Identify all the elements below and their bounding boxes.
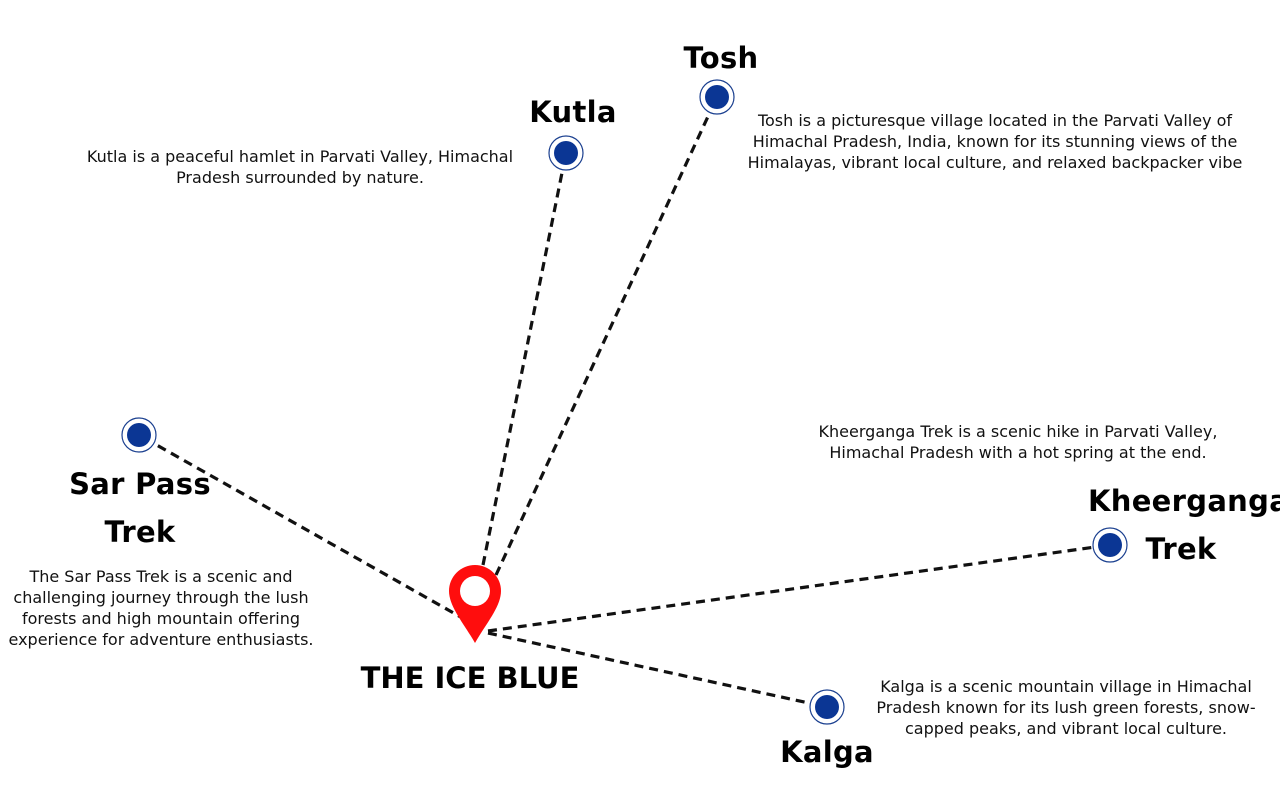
line-kalga — [487, 631, 828, 709]
node-dot-tosh — [699, 79, 735, 115]
title-tosh: Tosh — [683, 41, 759, 75]
line-kheerganga — [487, 543, 1111, 633]
title-sar-pass-trek: Sar Pass Trek — [69, 467, 211, 549]
center-label: THE ICE BLUE — [360, 661, 580, 695]
line-tosh — [494, 96, 719, 576]
node-dot-kalga — [809, 689, 845, 725]
title-kheerganga-trek: Kheerganga Trek — [1088, 484, 1280, 566]
desc-tosh: Tosh is a picturesque village located in… — [747, 111, 1243, 172]
node-dot-sar-pass — [121, 417, 157, 453]
line-kutla — [481, 152, 568, 566]
desc-kalga: Kalga is a scenic mountain village in Hi… — [876, 677, 1256, 738]
desc-sar-pass-trek: The Sar Pass Trek is a scenic and challe… — [8, 567, 314, 649]
node-dot-kutla — [548, 135, 584, 171]
title-kalga: Kalga — [780, 735, 874, 769]
node-dot-kheerganga — [1092, 527, 1128, 563]
title-kutla: Kutla — [529, 95, 617, 129]
line-sar-pass — [138, 433, 467, 622]
desc-kutla: Kutla is a peaceful hamlet in Parvati Va… — [86, 147, 514, 187]
map-pin-icon — [449, 565, 501, 643]
desc-kheerganga-trek: Kheerganga Trek is a scenic hike in Parv… — [818, 422, 1218, 462]
